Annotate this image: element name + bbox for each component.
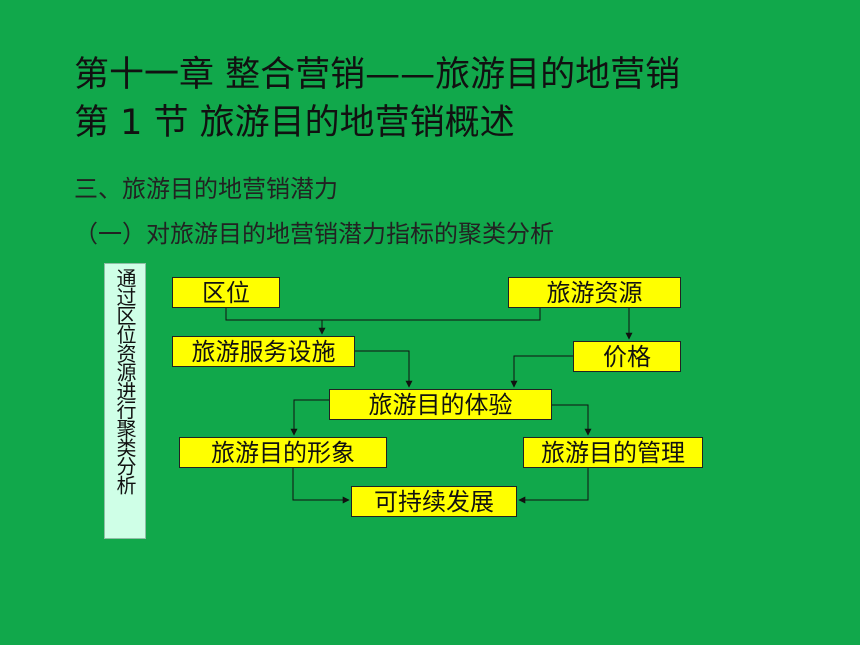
node-price: 价格	[573, 341, 681, 372]
arrow-guanli-to-kechixu	[518, 468, 589, 504]
subheading: 三、旅游目的地营销潜力	[74, 175, 338, 203]
arrow-fuwu-to-tiyan	[355, 350, 413, 388]
side-label-box: 通过区位资源进行聚类分析	[104, 263, 146, 539]
node-tourism-resources: 旅游资源	[508, 277, 681, 308]
side-label-text: 通过区位资源进行聚类分析	[113, 268, 137, 494]
arrow-quwei-to-fuwu	[225, 308, 326, 335]
node-location: 区位	[172, 277, 280, 308]
node-sustainable-development: 可持续发展	[351, 486, 517, 517]
section-title: 第 1 节 旅游目的地营销概述	[74, 103, 515, 143]
arrow-tiyan-to-guanli	[552, 404, 592, 436]
sub-subheading: （一）对旅游目的地营销潜力指标的聚类分析	[74, 220, 554, 248]
node-destination-management: 旅游目的管理	[523, 437, 703, 468]
node-destination-experience: 旅游目的体验	[329, 389, 552, 420]
arrow-xingxiang-to-kechixu	[292, 468, 350, 504]
connector-ziyuan-to-fuwu	[322, 308, 541, 321]
chapter-title: 第十一章 整合营销——旅游目的地营销	[74, 55, 681, 95]
arrow-jiage-to-tiyan	[510, 355, 573, 388]
node-service-facilities: 旅游服务设施	[172, 336, 355, 367]
node-destination-image: 旅游目的形象	[179, 437, 387, 468]
arrow-tiyan-to-xingxiang	[290, 399, 329, 436]
